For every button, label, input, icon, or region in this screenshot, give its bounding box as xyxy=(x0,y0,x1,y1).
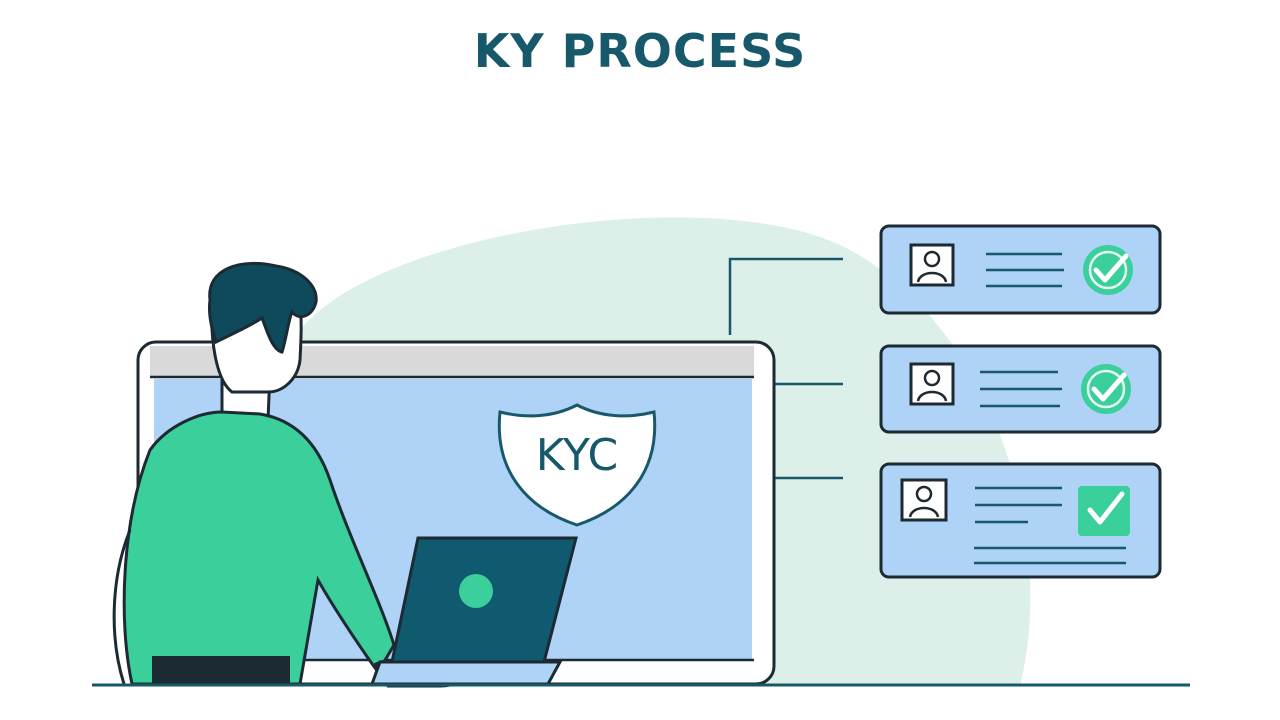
person-id-icon xyxy=(900,478,948,522)
verification-card xyxy=(879,224,1162,315)
check-badge-icon xyxy=(1083,245,1133,295)
verification-card xyxy=(879,462,1162,579)
page-title: KY PROCESS xyxy=(473,24,807,78)
shirt xyxy=(122,410,396,686)
laptop-logo xyxy=(459,574,493,608)
checkbox-icon xyxy=(1078,486,1130,536)
person-id-icon xyxy=(909,362,955,406)
person-id-icon xyxy=(909,243,955,287)
check-badge-icon xyxy=(1081,364,1131,414)
document-lines-icon xyxy=(980,370,1062,408)
document-lines-icon xyxy=(986,252,1064,288)
kyc-shield-label: KYC xyxy=(536,430,618,481)
laptop-icon xyxy=(369,536,578,686)
hair xyxy=(208,261,318,354)
document-lines-icon xyxy=(974,486,1126,565)
verification-card xyxy=(879,344,1162,434)
kyc-shield-icon: KYC xyxy=(497,403,657,527)
